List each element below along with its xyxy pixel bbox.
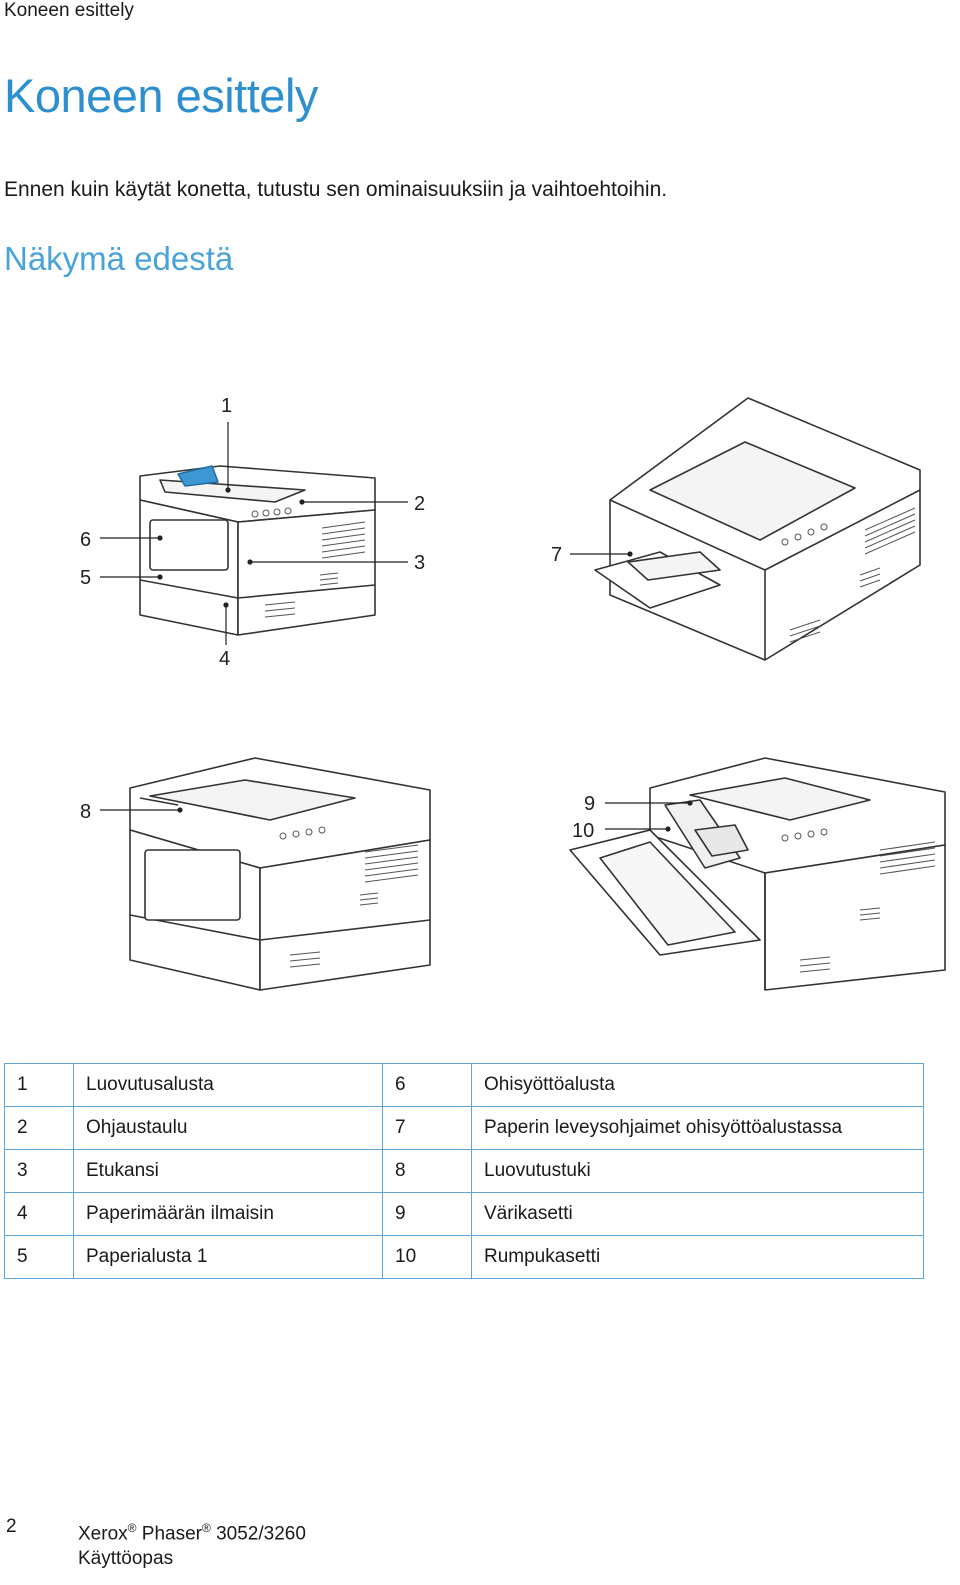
registered-mark: ® <box>201 1521 211 1535</box>
part-number: 4 <box>4 1192 74 1236</box>
part-name: Paperin leveysohjaimet ohisyöttöalustass… <box>471 1106 924 1150</box>
part-number: 1 <box>4 1063 74 1107</box>
part-name: Luovutustuki <box>471 1149 924 1193</box>
intro-paragraph: Ennen kuin käytät konetta, tutustu sen o… <box>4 178 668 201</box>
table-row: 2 Ohjaustaulu 7 Paperin leveysohjaimet o… <box>4 1106 924 1150</box>
callout-1: 1 <box>221 395 232 417</box>
part-number: 10 <box>382 1235 472 1279</box>
part-name: Paperialusta 1 <box>73 1235 383 1279</box>
footer-brand: Xerox <box>78 1523 128 1545</box>
section-title: Näkymä edestä <box>4 240 234 277</box>
table-row: 1 Luovutusalusta 6 Ohisyöttöalusta <box>4 1063 924 1107</box>
callout-8: 8 <box>80 801 91 823</box>
part-name: Luovutusalusta <box>73 1063 383 1107</box>
part-number: 9 <box>382 1192 472 1236</box>
printer-illustration-cartridges <box>569 757 946 991</box>
running-header: Koneen esittely <box>4 0 134 21</box>
part-name: Ohisyöttöalusta <box>471 1063 924 1107</box>
footer-product-name: Phaser <box>141 1523 202 1545</box>
part-name: Värikasetti <box>471 1192 924 1236</box>
printer-illustration-output-support <box>129 757 431 991</box>
table-row: 3 Etukansi 8 Luovutustuki <box>4 1149 924 1193</box>
callout-5: 5 <box>80 567 91 589</box>
part-number: 3 <box>4 1149 74 1193</box>
part-number: 7 <box>382 1106 472 1150</box>
callout-9: 9 <box>584 793 595 815</box>
registered-mark: ® <box>127 1521 137 1535</box>
parts-legend-table: 1 Luovutusalusta 6 Ohisyöttöalusta 2 Ohj… <box>4 1063 924 1279</box>
callout-3: 3 <box>414 552 425 574</box>
callout-7: 7 <box>551 544 562 566</box>
callout-4: 4 <box>219 648 230 670</box>
part-number: 2 <box>4 1106 74 1150</box>
printer-illustration-front <box>139 465 376 636</box>
part-name: Etukansi <box>73 1149 383 1193</box>
part-name: Paperimäärän ilmaisin <box>73 1192 383 1236</box>
page-title: Koneen esittely <box>4 69 318 122</box>
footer-model: 3052/3260 <box>216 1523 306 1545</box>
footer-product-line: Xerox® Phaser® 3052/3260 <box>78 1516 306 1546</box>
callout-2: 2 <box>414 493 425 515</box>
table-row: 5 Paperialusta 1 10 Rumpukasetti <box>4 1235 924 1279</box>
footer-product: Xerox® Phaser® 3052/3260 Käyttöopas <box>78 1516 306 1571</box>
part-number: 6 <box>382 1063 472 1107</box>
part-number: 8 <box>382 1149 472 1193</box>
footer-doc-title: Käyttöopas <box>78 1548 174 1570</box>
printer-illustration-bypass-tray <box>594 397 921 661</box>
part-name: Ohjaustaulu <box>73 1106 383 1150</box>
part-number: 5 <box>4 1235 74 1279</box>
table-row: 4 Paperimäärän ilmaisin 9 Värikasetti <box>4 1192 924 1236</box>
page-number: 2 <box>6 1516 17 1537</box>
part-name: Rumpukasetti <box>471 1235 924 1279</box>
callout-6: 6 <box>80 529 91 551</box>
printer-figures: 1 2 3 4 5 6 7 8 9 10 <box>0 380 960 1025</box>
callout-10: 10 <box>572 820 594 842</box>
